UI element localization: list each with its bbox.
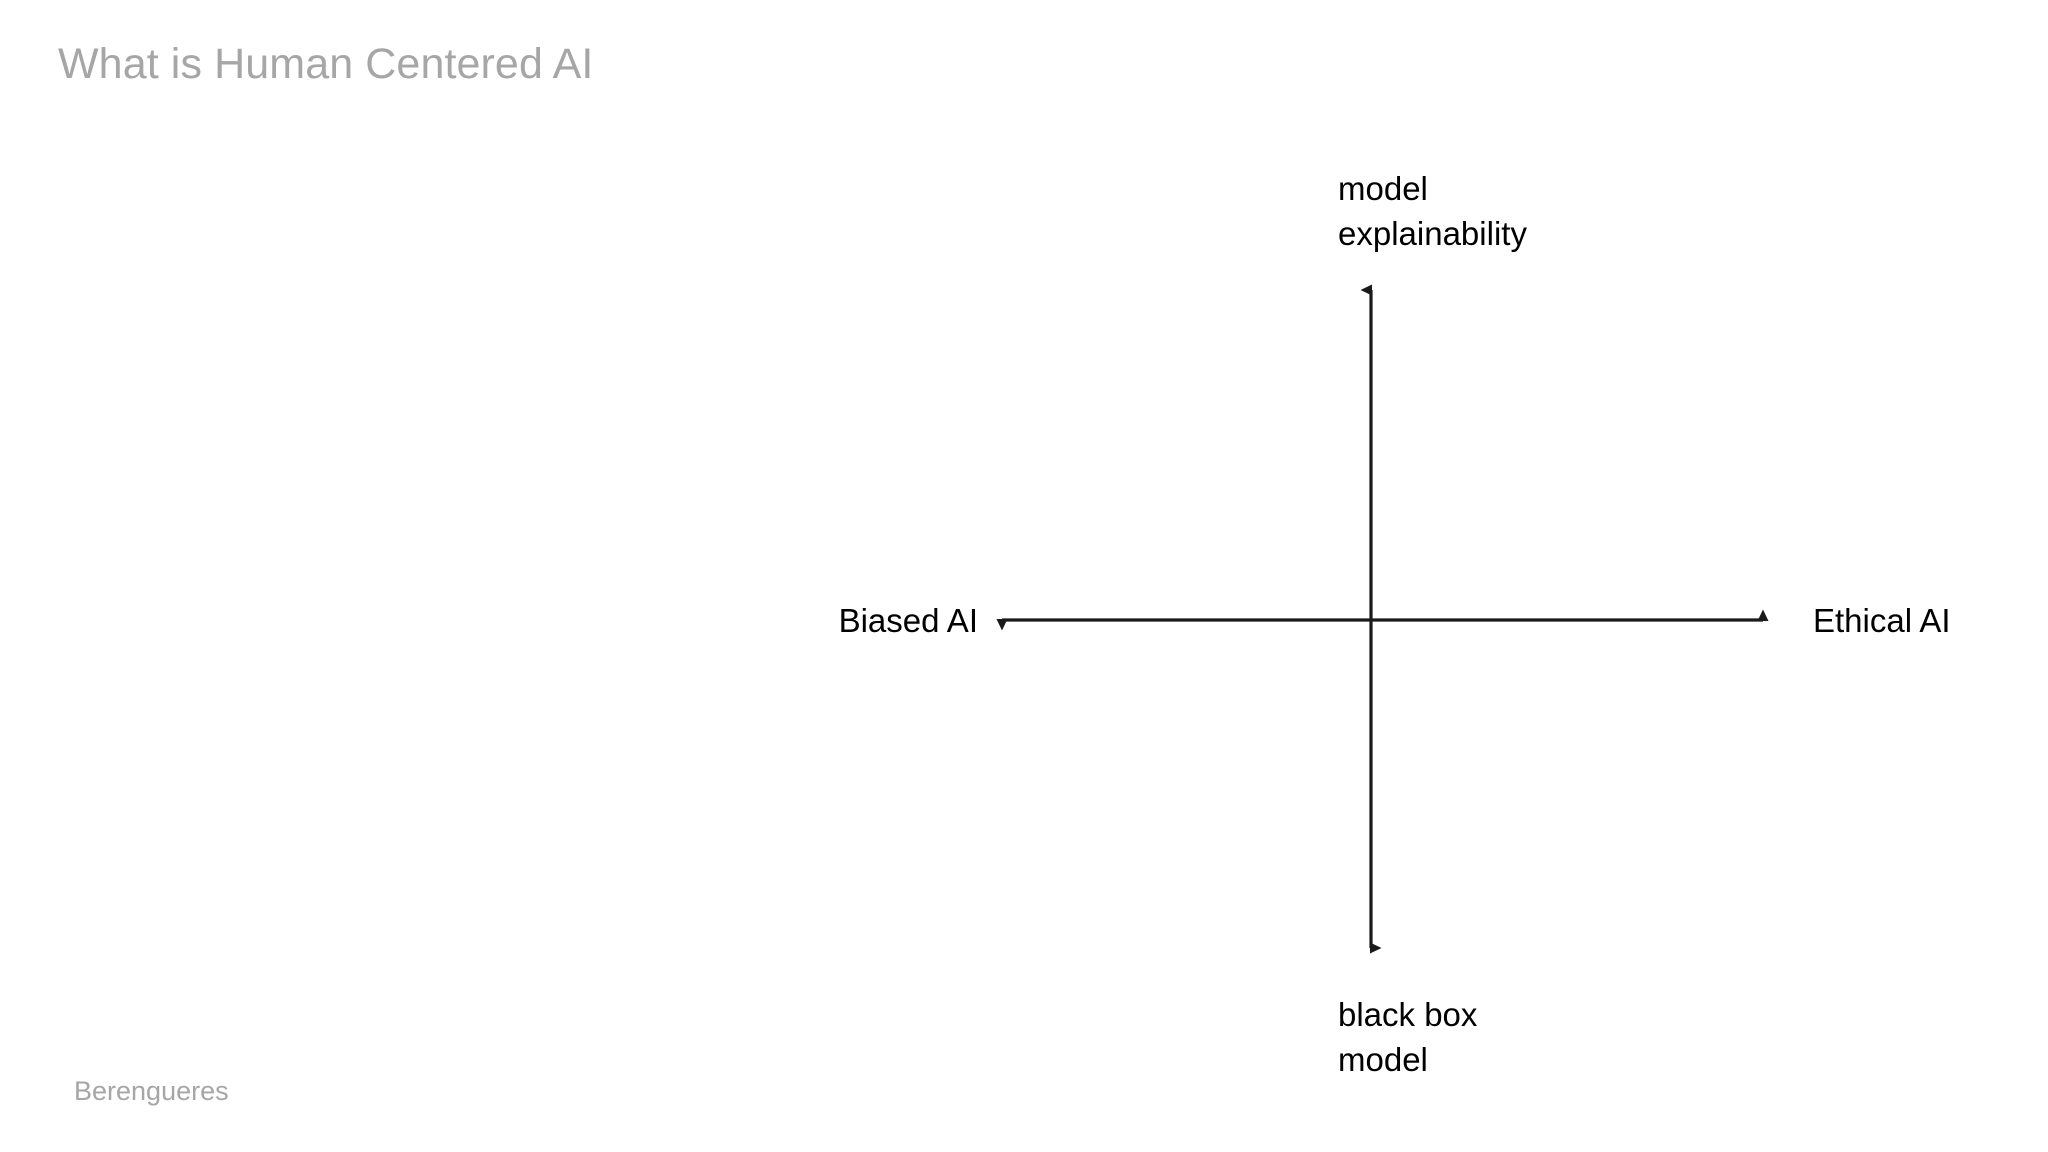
axis-label-right: Ethical AI (1813, 602, 1951, 639)
page-title: What is Human Centered AI (58, 40, 594, 88)
axis-label-left: Biased AI (838, 602, 978, 639)
axis-label-top: model explainability (1338, 170, 1527, 252)
axis-label-bottom: black box model (1338, 996, 1478, 1078)
slide-footer-attribution: Berengueres (74, 1076, 229, 1106)
